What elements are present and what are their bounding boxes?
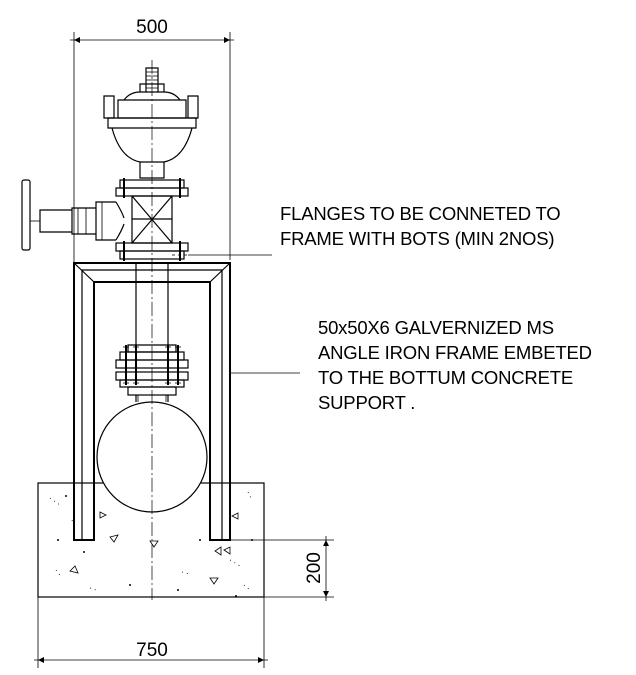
frame-note-line-1: 50x50X6 GALVERNIZED MS [318,317,554,338]
dimension-base-depth: 200 [230,536,334,601]
hydrant-valve [21,67,199,261]
frame-note-line-2: ANGLE IRON FRAME EMBETED [318,342,592,363]
dimension-top-width-label: 500 [136,17,168,38]
dimension-base-depth-label: 200 [304,552,325,584]
frame-note: 50x50X6 GALVERNIZED MS ANGLE IRON FRAME … [318,315,592,415]
flange-note-line-2: FRAME WITH BOTS (MIN 2NOS) [280,228,555,249]
flange-note-line-1: FLANGES TO BE CONNETED TO [280,203,561,224]
frame-note-line-4: SUPPORT . [318,392,416,413]
riser-pipe [135,263,169,402]
frame-note-line-3: TO THE BOTTUM CONCRETE [318,367,573,388]
dimension-base-width: 750 [34,597,268,668]
leader-lines [172,254,300,374]
dimension-base-width-label: 750 [136,640,168,661]
dimension-top-width: 500 [70,17,234,263]
flange-note: FLANGES TO BE CONNETED TO FRAME WITH BOT… [280,201,561,251]
aggregate-marks [69,511,239,585]
